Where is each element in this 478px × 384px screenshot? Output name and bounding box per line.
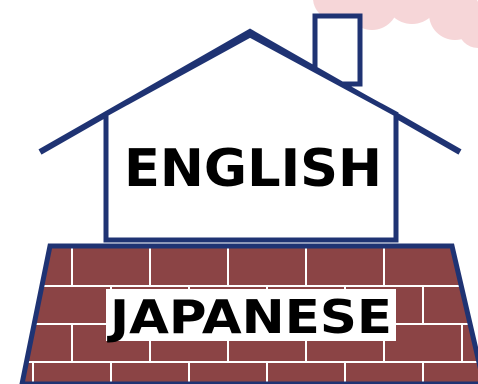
smoke-cloud bbox=[313, 0, 478, 48]
foundation-label: JAPANESE bbox=[107, 290, 392, 344]
foundation-label-background bbox=[106, 289, 396, 341]
house-label: ENGLISH bbox=[124, 139, 382, 199]
house-wall bbox=[103, 32, 399, 243]
